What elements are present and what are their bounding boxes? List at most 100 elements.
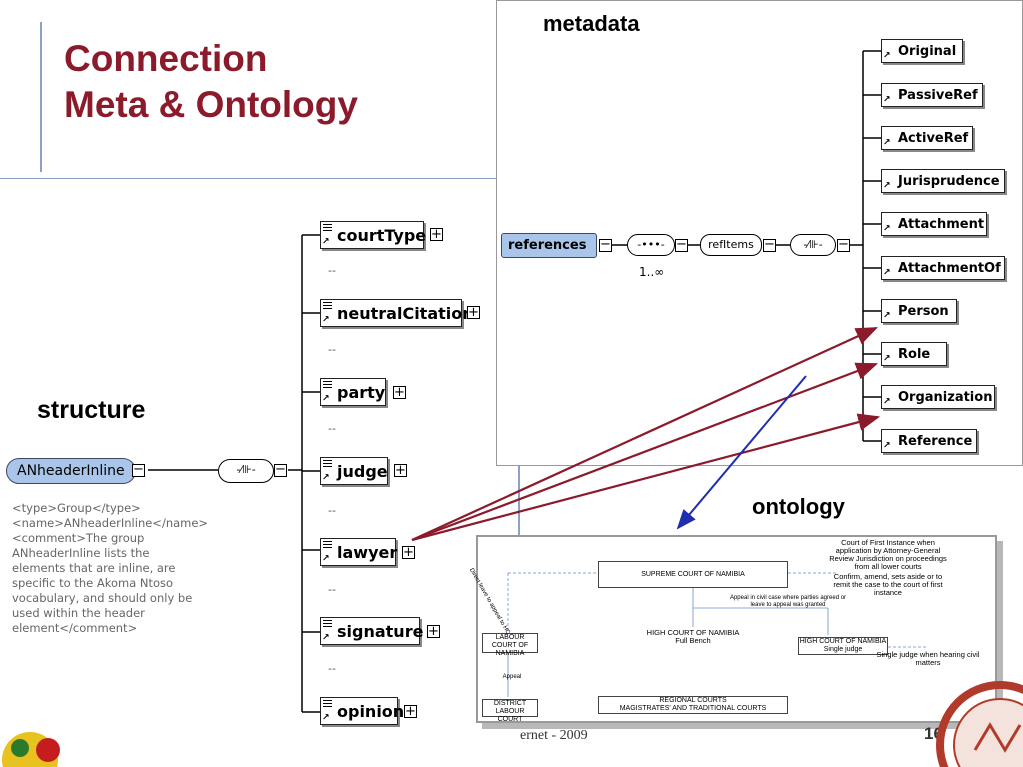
ontology-panel: SUPREME COURT OF NAMIBIA Court of First … [468, 535, 997, 723]
structure-child-label: opinion [337, 702, 405, 721]
collapse-icon[interactable]: − [675, 237, 688, 252]
footer-text: ernet - 2009 [520, 728, 588, 743]
metadata-child-label: Person [898, 304, 949, 319]
reference-arrow-icon: ↗ [883, 268, 891, 278]
ontology-connectors [507, 572, 928, 697]
metadata-child-attachment[interactable]: ↗ Attachment [881, 212, 987, 236]
collapse-icon[interactable]: − [132, 462, 145, 477]
structure-child-label: lawyer [337, 543, 398, 562]
reference-arrow-icon: ↗ [322, 394, 330, 404]
expand-icon[interactable]: + [394, 463, 407, 478]
ontology-regional-courts: REGIONAL COURTS MAGISTRATES' AND TRADITI… [598, 696, 788, 714]
metadata-child-jurisprudence[interactable]: ↗ Jurisprudence [881, 169, 1005, 193]
ontology-appeal: Appeal [502, 674, 522, 680]
divider-line [0, 178, 500, 179]
metadata-root-node[interactable]: references [501, 233, 597, 258]
structure-child-label: signature [337, 622, 424, 641]
metadata-root-label: references [508, 238, 587, 253]
ontology-district-labour-court: DISTRICT LABOUR COURT [482, 699, 538, 723]
reference-arrow-icon: ↗ [322, 237, 330, 247]
separator: -- [328, 662, 336, 675]
ontology-supreme-court: SUPREME COURT OF NAMIBIA [598, 561, 788, 588]
collapse-icon[interactable]: − [837, 237, 850, 252]
reference-arrow-icon: ↗ [883, 181, 891, 191]
metadata-child-label: Attachment [898, 217, 985, 232]
ontology-regional-courts-name: REGIONAL COURTS [659, 697, 727, 704]
reference-arrow-icon: ↗ [322, 633, 330, 643]
separator: -- [328, 583, 336, 596]
metadata-child-passiveref[interactable]: ↗ PassiveRef [881, 83, 983, 107]
documentation-text: <type>Group</type> <name>ANheaderInline<… [12, 501, 209, 635]
university-logo-left [2, 732, 60, 767]
metadata-child-organization[interactable]: ↗ Organization [881, 385, 995, 409]
group-label: refItems [708, 238, 754, 251]
ontology-high-court-single-name: HIGH COURT OF NAMIBIA [799, 638, 887, 645]
reference-arrow-icon: ↗ [322, 554, 330, 564]
expand-icon[interactable]: + [467, 305, 480, 320]
ontology-high-court-single-sub: Single judge [823, 646, 863, 653]
ontology-high-court-full: HIGH COURT OF NAMIBIA Full Bench [628, 629, 758, 645]
metadata-child-activeref[interactable]: ↗ ActiveRef [881, 126, 973, 150]
choice-compositor-icon: -⁄⊪- [790, 234, 836, 256]
separator: -- [328, 504, 336, 517]
choice-compositor-icon: -⁄⊪- [218, 459, 274, 483]
structure-child-opinion[interactable]: ↗ opinion [320, 697, 404, 725]
structure-child-label: judge [337, 462, 388, 481]
structure-child-party[interactable]: ↗ party [320, 378, 386, 406]
metadata-child-reference[interactable]: ↗ Reference [881, 429, 977, 453]
separator: -- [328, 264, 336, 277]
group-node[interactable]: refItems [700, 234, 762, 256]
element-icon [323, 700, 332, 709]
slide-title-line2: Meta & Ontology [64, 84, 358, 125]
reference-arrow-icon: ↗ [883, 397, 891, 407]
collapse-icon[interactable]: − [763, 237, 776, 252]
metadata-child-label: Original [898, 44, 957, 59]
expand-icon[interactable]: + [427, 624, 440, 639]
title-area: Connection Meta & Ontology [40, 22, 502, 172]
structure-child-courttype[interactable]: ↗ courtType [320, 221, 426, 249]
reference-arrow-icon: ↗ [322, 473, 330, 483]
expand-icon[interactable]: + [393, 385, 406, 400]
university-seal-right [936, 681, 1023, 767]
metadata-child-label: Jurisprudence [898, 174, 1000, 189]
collapse-icon[interactable]: − [274, 462, 287, 477]
structure-child-judge[interactable]: ↗ judge [320, 457, 388, 485]
element-icon [323, 302, 332, 311]
ontology-note-first-instance: Court of First Instance when application… [829, 538, 947, 571]
structure-child-neutralcitation[interactable]: ↗ neutralCitation [320, 299, 474, 327]
metadata-child-label: Role [898, 347, 931, 362]
metadata-child-role[interactable]: ↗ Role [881, 342, 947, 366]
metadata-child-attachmentof[interactable]: ↗ AttachmentOf [881, 256, 1005, 280]
sequence-compositor-icon: -•••- [627, 234, 675, 256]
structure-child-lawyer[interactable]: ↗ lawyer [320, 538, 398, 566]
reference-arrow-icon: ↗ [322, 713, 330, 723]
divider-line-vertical [518, 460, 520, 540]
metadata-child-label: Organization [898, 390, 993, 405]
element-icon [323, 541, 332, 550]
metadata-label: metadata [543, 11, 640, 36]
structure-root-node[interactable]: ANheaderInline [6, 458, 136, 484]
reference-arrow-icon: ↗ [883, 224, 891, 234]
ontology-single-judge-note: Single judge when hearing civil matters [876, 650, 980, 667]
reference-arrow-icon: ↗ [883, 138, 891, 148]
ontology-appeal-civil: Appeal in civil case where parties agree… [729, 595, 847, 608]
structure-connectors [148, 234, 320, 713]
metadata-child-label: PassiveRef [898, 88, 978, 103]
metadata-child-label: Reference [898, 434, 973, 449]
metadata-child-person[interactable]: ↗ Person [881, 299, 957, 323]
reference-arrow-icon: ↗ [322, 315, 330, 325]
expand-icon[interactable]: + [430, 227, 443, 242]
separator: -- [328, 422, 336, 435]
expand-icon[interactable]: + [404, 704, 417, 719]
ontology-high-court-full-sub: Full Bench [675, 636, 711, 645]
ontology-labour-court: LABOUR COURT OF NAMIBIA [482, 633, 538, 657]
structure-child-signature[interactable]: ↗ signature [320, 617, 424, 645]
expand-icon[interactable]: + [402, 545, 415, 560]
element-icon [323, 224, 332, 233]
collapse-icon[interactable]: − [599, 237, 612, 252]
ontology-note-confirm: Confirm, amend, sets aside or to remit t… [833, 572, 943, 597]
reference-arrow-icon: ↗ [883, 51, 891, 61]
separator: -- [328, 343, 336, 356]
structure-label: structure [37, 396, 146, 424]
metadata-child-original[interactable]: ↗ Original [881, 39, 963, 63]
